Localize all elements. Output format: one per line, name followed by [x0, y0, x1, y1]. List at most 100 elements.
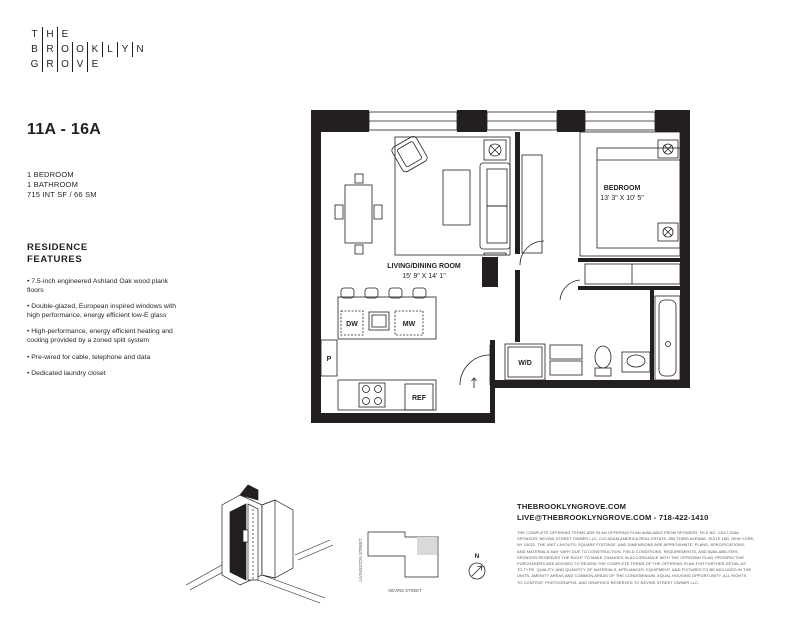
logo-letter: Y	[117, 42, 132, 57]
features-heading: RESIDENCE FEATURES	[27, 242, 88, 266]
microwave	[394, 310, 424, 336]
logo-letter: H	[42, 27, 57, 42]
kitchen-island	[337, 296, 437, 340]
pantry	[320, 339, 338, 377]
site-outline	[367, 531, 439, 578]
legal-line: TO TYPE, QUALITY, AND QUANTITY OF MATERI…	[517, 567, 752, 573]
dining-chair	[334, 204, 344, 220]
wall-east	[680, 110, 690, 388]
dining-table	[344, 184, 373, 244]
wall-entry	[490, 340, 495, 423]
north-arrow-icon	[468, 562, 486, 580]
dining-chair	[354, 173, 364, 184]
logo-letter: T	[31, 29, 38, 40]
feature-item: • High-performance, energy efficient hea…	[27, 328, 173, 344]
logo-letter: E	[87, 57, 102, 72]
features-heading-line: FEATURES	[27, 254, 83, 265]
lamp-icon	[488, 143, 502, 157]
living-room-dims: 15' 9" X 14' 1"	[402, 273, 446, 280]
wall-south-right	[490, 380, 690, 388]
street-line	[257, 579, 321, 604]
livingston-street-label: LIVINGSTON STREET	[358, 538, 363, 581]
living-room-label: LIVING/DINING ROOM	[387, 263, 461, 270]
pantry-label: P	[327, 356, 332, 363]
building-massing	[221, 484, 294, 586]
unit-specs: 1 BEDROOM 1 BATHROOM 715 INT SF / 66 SM	[27, 170, 97, 200]
sofa-cushion	[486, 168, 508, 207]
logo-row-2: B R O O K L Y N	[27, 42, 147, 57]
north-label: N	[475, 553, 480, 560]
brand-logo: T H E B R O O K L Y N G R O V E	[27, 27, 147, 72]
nightstand	[657, 139, 679, 159]
kitchen-counter	[337, 379, 437, 411]
wall-south-left	[311, 413, 495, 423]
wall-north-a	[311, 110, 369, 132]
nevins-street-label: NEVINS STREET	[388, 588, 422, 593]
features-list: • 7.5-inch engineered Ashland Oak wood p…	[27, 278, 177, 387]
stool	[388, 287, 403, 299]
coffee-table	[442, 169, 471, 226]
dining-chair	[373, 204, 383, 220]
logo-row-3: G R O V E	[27, 57, 147, 72]
cooktop	[358, 382, 386, 408]
stool	[412, 287, 427, 299]
logo-letter: O	[57, 57, 72, 72]
legal-line: SPONSOR RESERVES THE RIGHT TO MAKE CHANG…	[517, 554, 745, 560]
dining-chair	[354, 244, 364, 255]
legal-line: SPONSOR: NEVINS STREET OWNER LLC, C/O AD…	[517, 536, 755, 542]
wall-north-b	[457, 110, 487, 132]
legal-disclaimer: THE COMPLETE OFFERING TERMS ARE IN AN OF…	[517, 530, 773, 586]
logo-letter: R	[42, 42, 57, 57]
refrigerator	[404, 383, 434, 411]
logo-letter: K	[87, 42, 102, 57]
wall-partition	[515, 132, 520, 254]
wall-bath	[650, 290, 654, 380]
wall-closet-south	[578, 286, 680, 290]
building-axonometric	[185, 484, 334, 604]
stool	[364, 287, 379, 299]
unit-location-marker	[417, 537, 437, 555]
floor-plan: LIVING/DINING ROOM 15' 9" X 14' 1" BEDRO…	[311, 110, 690, 423]
logo-letter: N	[132, 42, 147, 57]
bedroom-closet	[584, 263, 681, 285]
closet	[521, 154, 543, 254]
logo-letter: G	[30, 59, 39, 70]
sofa	[479, 162, 511, 250]
logo-letter: O	[57, 42, 72, 57]
wd-label: W/D	[518, 360, 532, 367]
bedroom-label: BEDROOM	[604, 185, 641, 192]
logo-row-1: T H E	[27, 27, 147, 42]
logo-letter: O	[72, 42, 87, 57]
legal-line: PURCHASERS ARE ADVISED TO REVIEW THE COM…	[517, 561, 746, 567]
ref-label: REF	[412, 395, 427, 402]
logo-letter: B	[31, 44, 38, 55]
email-phone[interactable]: LIVE@THEBROOKLYNGROVE.COM - 718-422-1410	[517, 513, 709, 522]
spec-area: 715 INT SF / 66 SM	[27, 190, 97, 199]
wall-north-c	[557, 110, 585, 132]
feature-item: • 7.5-inch engineered Ashland Oak wood p…	[27, 278, 169, 294]
website-link[interactable]: THEBROOKLYNGROVE.COM	[517, 502, 627, 511]
feature-item: • Dedicated laundry closet	[27, 370, 106, 378]
nightstand	[657, 222, 679, 242]
legal-line: THE COMPLETE OFFERING TERMS ARE IN AN OF…	[517, 530, 740, 535]
logo-letter: L	[102, 42, 117, 57]
feature-item: • Pre-wired for cable, telephone and dat…	[27, 353, 151, 361]
kitchen-sink	[368, 311, 390, 331]
contact-block: THEBROOKLYNGROVE.COM LIVE@THEBROOKLYNGRO…	[517, 501, 709, 523]
armchair	[391, 136, 428, 173]
wall-west	[311, 110, 321, 423]
wall-hall	[515, 270, 520, 342]
features-heading-line: RESIDENCE	[27, 242, 88, 253]
washer-dryer	[504, 343, 546, 381]
column	[482, 257, 498, 287]
mw-label: MW	[403, 321, 416, 328]
end-table	[483, 139, 507, 161]
rug	[394, 136, 511, 256]
unit-title: 11A - 16A	[27, 121, 102, 138]
spec-bedrooms: 1 BEDROOM	[27, 170, 74, 179]
logo-letter: V	[72, 57, 87, 72]
sink	[621, 351, 651, 373]
legal-line: AND MATERIALS MAY VARY DUE TO CONSTRUCTI…	[517, 548, 739, 554]
dishwasher	[340, 310, 364, 336]
spec-bathrooms: 1 BATHROOM	[27, 180, 79, 189]
